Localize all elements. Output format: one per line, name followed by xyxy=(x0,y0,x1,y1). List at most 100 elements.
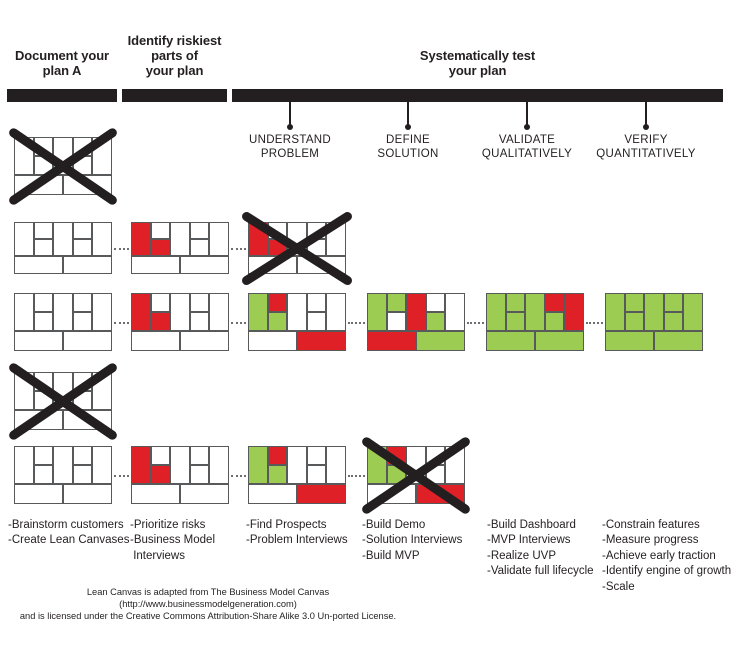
canvas-cell xyxy=(72,222,93,240)
canvas-cell xyxy=(14,331,63,351)
canvas-cell xyxy=(267,293,288,313)
canvas-cell xyxy=(131,484,180,504)
canvas-cell xyxy=(92,137,112,176)
canvas-cell xyxy=(150,312,171,332)
canvas-cell xyxy=(624,293,645,313)
row-4-plan-d-rejected-canvas-0 xyxy=(14,372,112,430)
row-5-plan-e-rejected-connector-0 xyxy=(114,475,129,477)
canvas-cell xyxy=(150,239,171,257)
canvas-cell xyxy=(180,331,229,351)
canvas-cell xyxy=(180,484,229,504)
row-2-plan-b-rejected-connector-0 xyxy=(114,248,129,250)
canvas-cell xyxy=(14,446,34,485)
canvas-cell xyxy=(425,446,446,466)
canvas-cell xyxy=(189,446,210,466)
activity-item: -Scale xyxy=(602,580,635,593)
row-3-plan-c-validated-connector-4 xyxy=(586,322,603,324)
activity-item: -Build Dashboard xyxy=(487,519,576,531)
canvas-cell xyxy=(287,293,307,332)
activity-list-define-solution: -Build Demo-Solution Interviews-Build MV… xyxy=(362,518,487,564)
canvas-cell xyxy=(14,372,34,411)
canvas-cell xyxy=(386,312,407,332)
activity-item: -Identify engine of growth xyxy=(602,565,732,578)
canvas-cell xyxy=(72,446,93,466)
canvas-cell xyxy=(425,312,446,332)
canvas-cell xyxy=(297,484,346,504)
row-3-plan-c-validated-canvas-5 xyxy=(605,293,703,351)
activity-item: -Find Prospects xyxy=(246,519,327,531)
canvas-cell xyxy=(297,256,346,274)
canvas-cell xyxy=(248,222,268,257)
stage-stem-3 xyxy=(645,102,647,126)
canvas-cell xyxy=(505,293,526,313)
canvas-cell xyxy=(33,465,54,485)
canvas-cell xyxy=(72,391,93,411)
canvas-cell xyxy=(131,256,180,274)
canvas-cell xyxy=(33,391,54,411)
canvas-cell xyxy=(267,312,288,332)
canvas-cell xyxy=(248,484,297,504)
activity-item: -Achieve early traction xyxy=(602,549,716,562)
activity-item: -Problem Interviews xyxy=(246,534,348,547)
canvas-cell xyxy=(287,222,307,257)
activity-list-validate-qualitatively: -Build Dashboard-MVP Interviews-Realize … xyxy=(487,518,612,580)
canvas-cell xyxy=(287,446,307,485)
activity-item: -Build Demo xyxy=(362,519,426,531)
row-3-plan-c-validated-connector-3 xyxy=(467,322,484,324)
canvas-cell xyxy=(209,293,229,332)
canvas-cell xyxy=(406,446,426,485)
canvas-cell xyxy=(33,222,54,240)
canvas-cell xyxy=(416,331,465,351)
canvas-cell xyxy=(406,293,426,332)
canvas-cell xyxy=(72,239,93,257)
canvas-cell xyxy=(367,293,387,332)
stage-stem-1 xyxy=(407,102,409,126)
canvas-cell xyxy=(445,293,465,332)
canvas-cell xyxy=(53,137,73,176)
canvas-cell xyxy=(486,293,506,332)
row-5-plan-e-rejected-canvas-2 xyxy=(248,446,346,504)
canvas-cell xyxy=(326,293,346,332)
canvas-cell xyxy=(445,446,465,485)
canvas-cell xyxy=(326,446,346,485)
canvas-cell xyxy=(63,331,112,351)
canvas-cell xyxy=(663,312,684,332)
footer-line-2: and is licensed under the Creative Commo… xyxy=(19,611,397,621)
activity-item: -Measure progress xyxy=(602,534,699,547)
canvas-cell xyxy=(306,446,327,466)
row-3-plan-c-validated-connector-1 xyxy=(231,322,246,324)
row-1-plan-a-rejected-canvas-0 xyxy=(14,137,112,195)
canvas-cell xyxy=(189,239,210,257)
canvas-cell xyxy=(267,222,288,240)
row-5-plan-e-rejected-canvas-3 xyxy=(367,446,465,504)
row-2-plan-b-rejected-canvas-0 xyxy=(14,222,112,274)
canvas-cell xyxy=(33,137,54,157)
activity-item: Interviews xyxy=(130,549,185,562)
canvas-cell xyxy=(248,331,297,351)
canvas-cell xyxy=(131,446,151,485)
activity-item: -MVP Interviews xyxy=(487,534,571,547)
footer-attribution: Lean Canvas is adapted from The Business… xyxy=(8,586,408,622)
canvas-cell xyxy=(654,331,703,351)
canvas-cell xyxy=(386,446,407,466)
canvas-cell xyxy=(306,312,327,332)
canvas-cell xyxy=(267,465,288,485)
stage-dot-3 xyxy=(643,124,649,130)
canvas-cell xyxy=(131,222,151,257)
row-5-plan-e-rejected-canvas-1 xyxy=(131,446,229,504)
row-5-plan-e-rejected-connector-2 xyxy=(348,475,365,477)
canvas-cell xyxy=(486,331,535,351)
row-5-plan-e-rejected-canvas-0 xyxy=(14,446,112,504)
canvas-cell xyxy=(14,410,63,430)
canvas-cell xyxy=(63,256,112,274)
canvas-cell xyxy=(63,484,112,504)
canvas-cell xyxy=(72,293,93,313)
canvas-cell xyxy=(92,293,112,332)
row-3-plan-c-validated-connector-2 xyxy=(348,322,365,324)
canvas-cell xyxy=(605,331,654,351)
